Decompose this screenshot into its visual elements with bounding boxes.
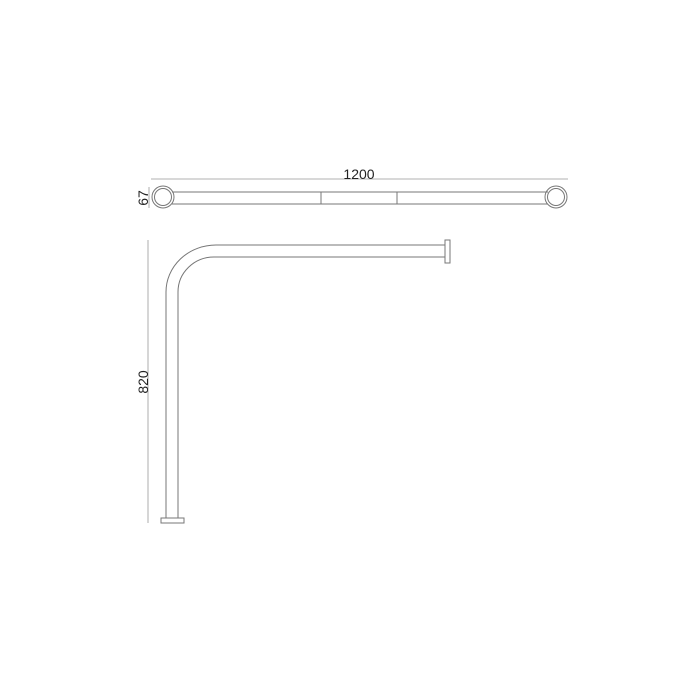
width-label: 1200: [343, 166, 374, 182]
right-flange-outer: [544, 185, 568, 209]
left-flange-outer: [151, 185, 175, 209]
wall-flange: [444, 239, 451, 264]
floor-flange: [160, 517, 185, 524]
side-view: 820: [135, 239, 451, 524]
right-flange-inner: [547, 188, 565, 206]
pipe-outer-edge: [165, 244, 445, 518]
height-label: 820: [135, 370, 151, 394]
depth-label: 67: [135, 190, 151, 206]
top-view: 1200 67: [135, 166, 568, 209]
left-flange-inner: [154, 188, 172, 206]
pipe-inner-edge: [177, 256, 445, 518]
